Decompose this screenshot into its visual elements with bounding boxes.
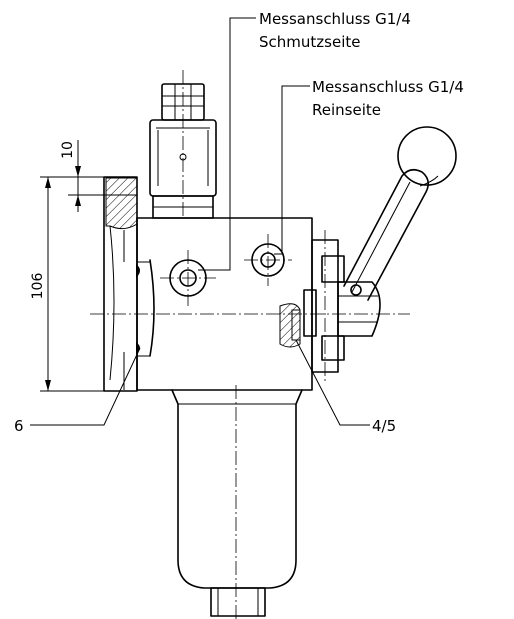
lever-knob — [397, 126, 457, 186]
valve-pocket-hatch — [279, 303, 301, 348]
flange-plate — [103, 176, 138, 392]
lever-handle — [343, 126, 457, 301]
leader-item-6 — [30, 347, 141, 426]
valve-block — [136, 217, 313, 391]
label-item-4-5: 4/5 — [372, 417, 396, 435]
label-port-dirty-line2: Schmutzseite — [259, 33, 360, 51]
seal-top — [136, 264, 140, 278]
label-port-clean-line2: Reinseite — [312, 101, 381, 119]
label-port-clean-line1: Messanschluss G1/4 — [312, 78, 464, 96]
center-lines — [90, 70, 410, 619]
label-port-dirty-line1: Messanschluss G1/4 — [259, 10, 411, 28]
leaders — [30, 17, 370, 426]
dimension-block-height: 106 — [30, 273, 46, 300]
leader-item-4-5 — [295, 339, 370, 426]
leader-port-dirty — [198, 17, 256, 271]
dimensions — [40, 140, 104, 392]
dimension-top-offset: 10 — [60, 141, 76, 159]
label-item-6: 6 — [14, 417, 24, 435]
flange-hatch-top — [105, 177, 138, 230]
filter-bowl — [171, 389, 303, 617]
leader-port-clean — [274, 85, 310, 255]
